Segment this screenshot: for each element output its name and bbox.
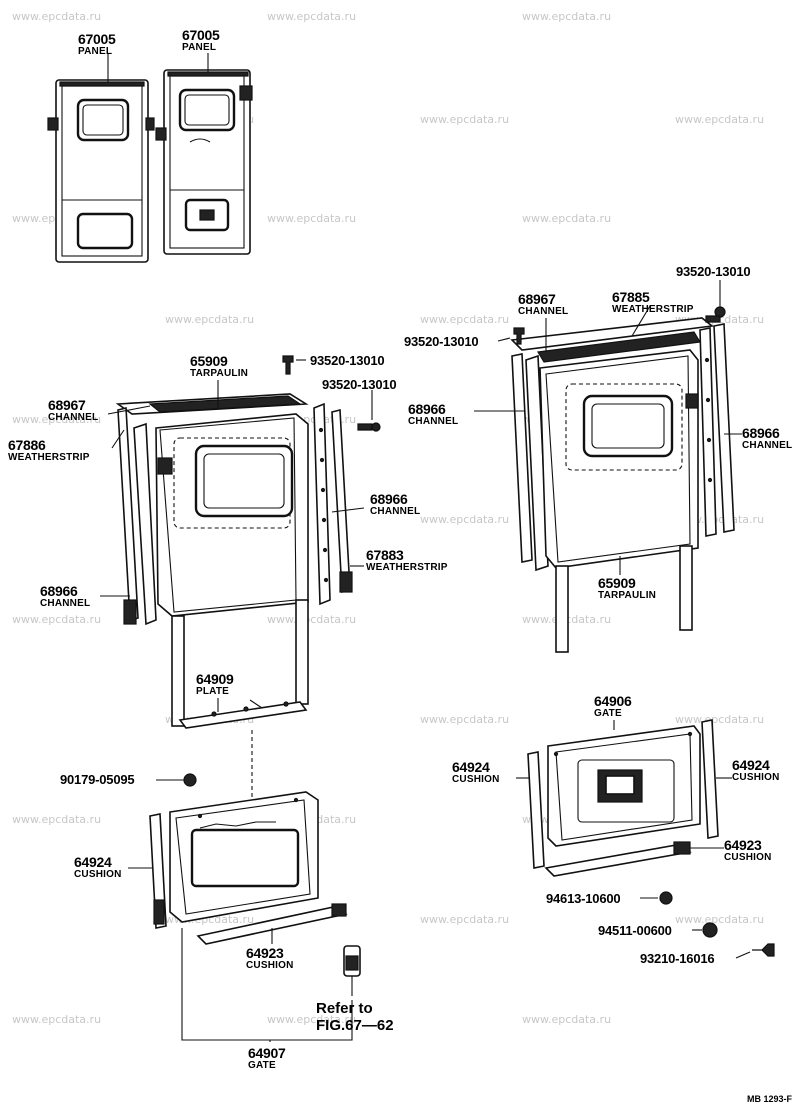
label-bolt-c: 93520-13010 bbox=[404, 334, 479, 349]
left-tarpaulin-assembly-drawing bbox=[115, 355, 381, 800]
left-gate-drawing bbox=[149, 773, 361, 1041]
watermark: www.epcdata.ru bbox=[267, 10, 357, 23]
watermark: www.epcdata.ru bbox=[12, 413, 102, 426]
watermark: www.epcdata.ru bbox=[12, 10, 102, 23]
panel-left-drawing bbox=[47, 79, 155, 263]
label-nut: 90179-05095 bbox=[60, 772, 135, 787]
watermark: www.epcdata.ru bbox=[420, 513, 510, 526]
watermark: www.epcdata.ru bbox=[675, 713, 765, 726]
watermark: www.epcdata.ru bbox=[522, 212, 612, 225]
label-bolt-b: 93520-13010 bbox=[322, 377, 397, 392]
panel-right-drawing bbox=[155, 69, 253, 255]
watermark: www.epcdata.ru bbox=[522, 1013, 612, 1026]
reference-note: Refer to FIG.67—62 bbox=[316, 1000, 394, 1034]
right-tarpaulin-assembly-drawing bbox=[510, 306, 735, 653]
right-gate-drawing bbox=[527, 719, 775, 957]
diagram-code: MB 1293-F bbox=[746, 1094, 792, 1104]
watermark: www.epcdata.ru bbox=[12, 1013, 102, 1026]
label-cap: 94511-00600 bbox=[598, 923, 672, 938]
label-nut-right: 94613-10600 bbox=[546, 891, 621, 906]
leader-lines bbox=[100, 53, 751, 1042]
watermark: www.epcdata.ru bbox=[522, 10, 612, 23]
label-bolt-a: 93520-13010 bbox=[310, 353, 385, 368]
watermark: www.epcdata.ru bbox=[12, 613, 102, 626]
watermark: www.epcdata.ru bbox=[420, 713, 510, 726]
watermark: www.epcdata.ru bbox=[267, 613, 357, 626]
watermark: www.epcdata.ru bbox=[165, 313, 255, 326]
watermark: www.epcdata.ru bbox=[420, 313, 510, 326]
watermark: www.epcdata.ru bbox=[12, 813, 102, 826]
label-screw: 93210-16016 bbox=[640, 951, 715, 966]
watermark: www.epcdata.ru bbox=[267, 212, 357, 225]
watermark: www.epcdata.ru bbox=[420, 113, 510, 126]
watermark: www.epcdata.ru bbox=[267, 1013, 357, 1026]
watermark: www.epcdata.ru bbox=[675, 113, 765, 126]
watermark: www.epcdata.ru bbox=[420, 913, 510, 926]
watermark: www.epcdata.ru bbox=[675, 913, 765, 926]
label-bolt-d: 93520-13010 bbox=[676, 264, 751, 279]
